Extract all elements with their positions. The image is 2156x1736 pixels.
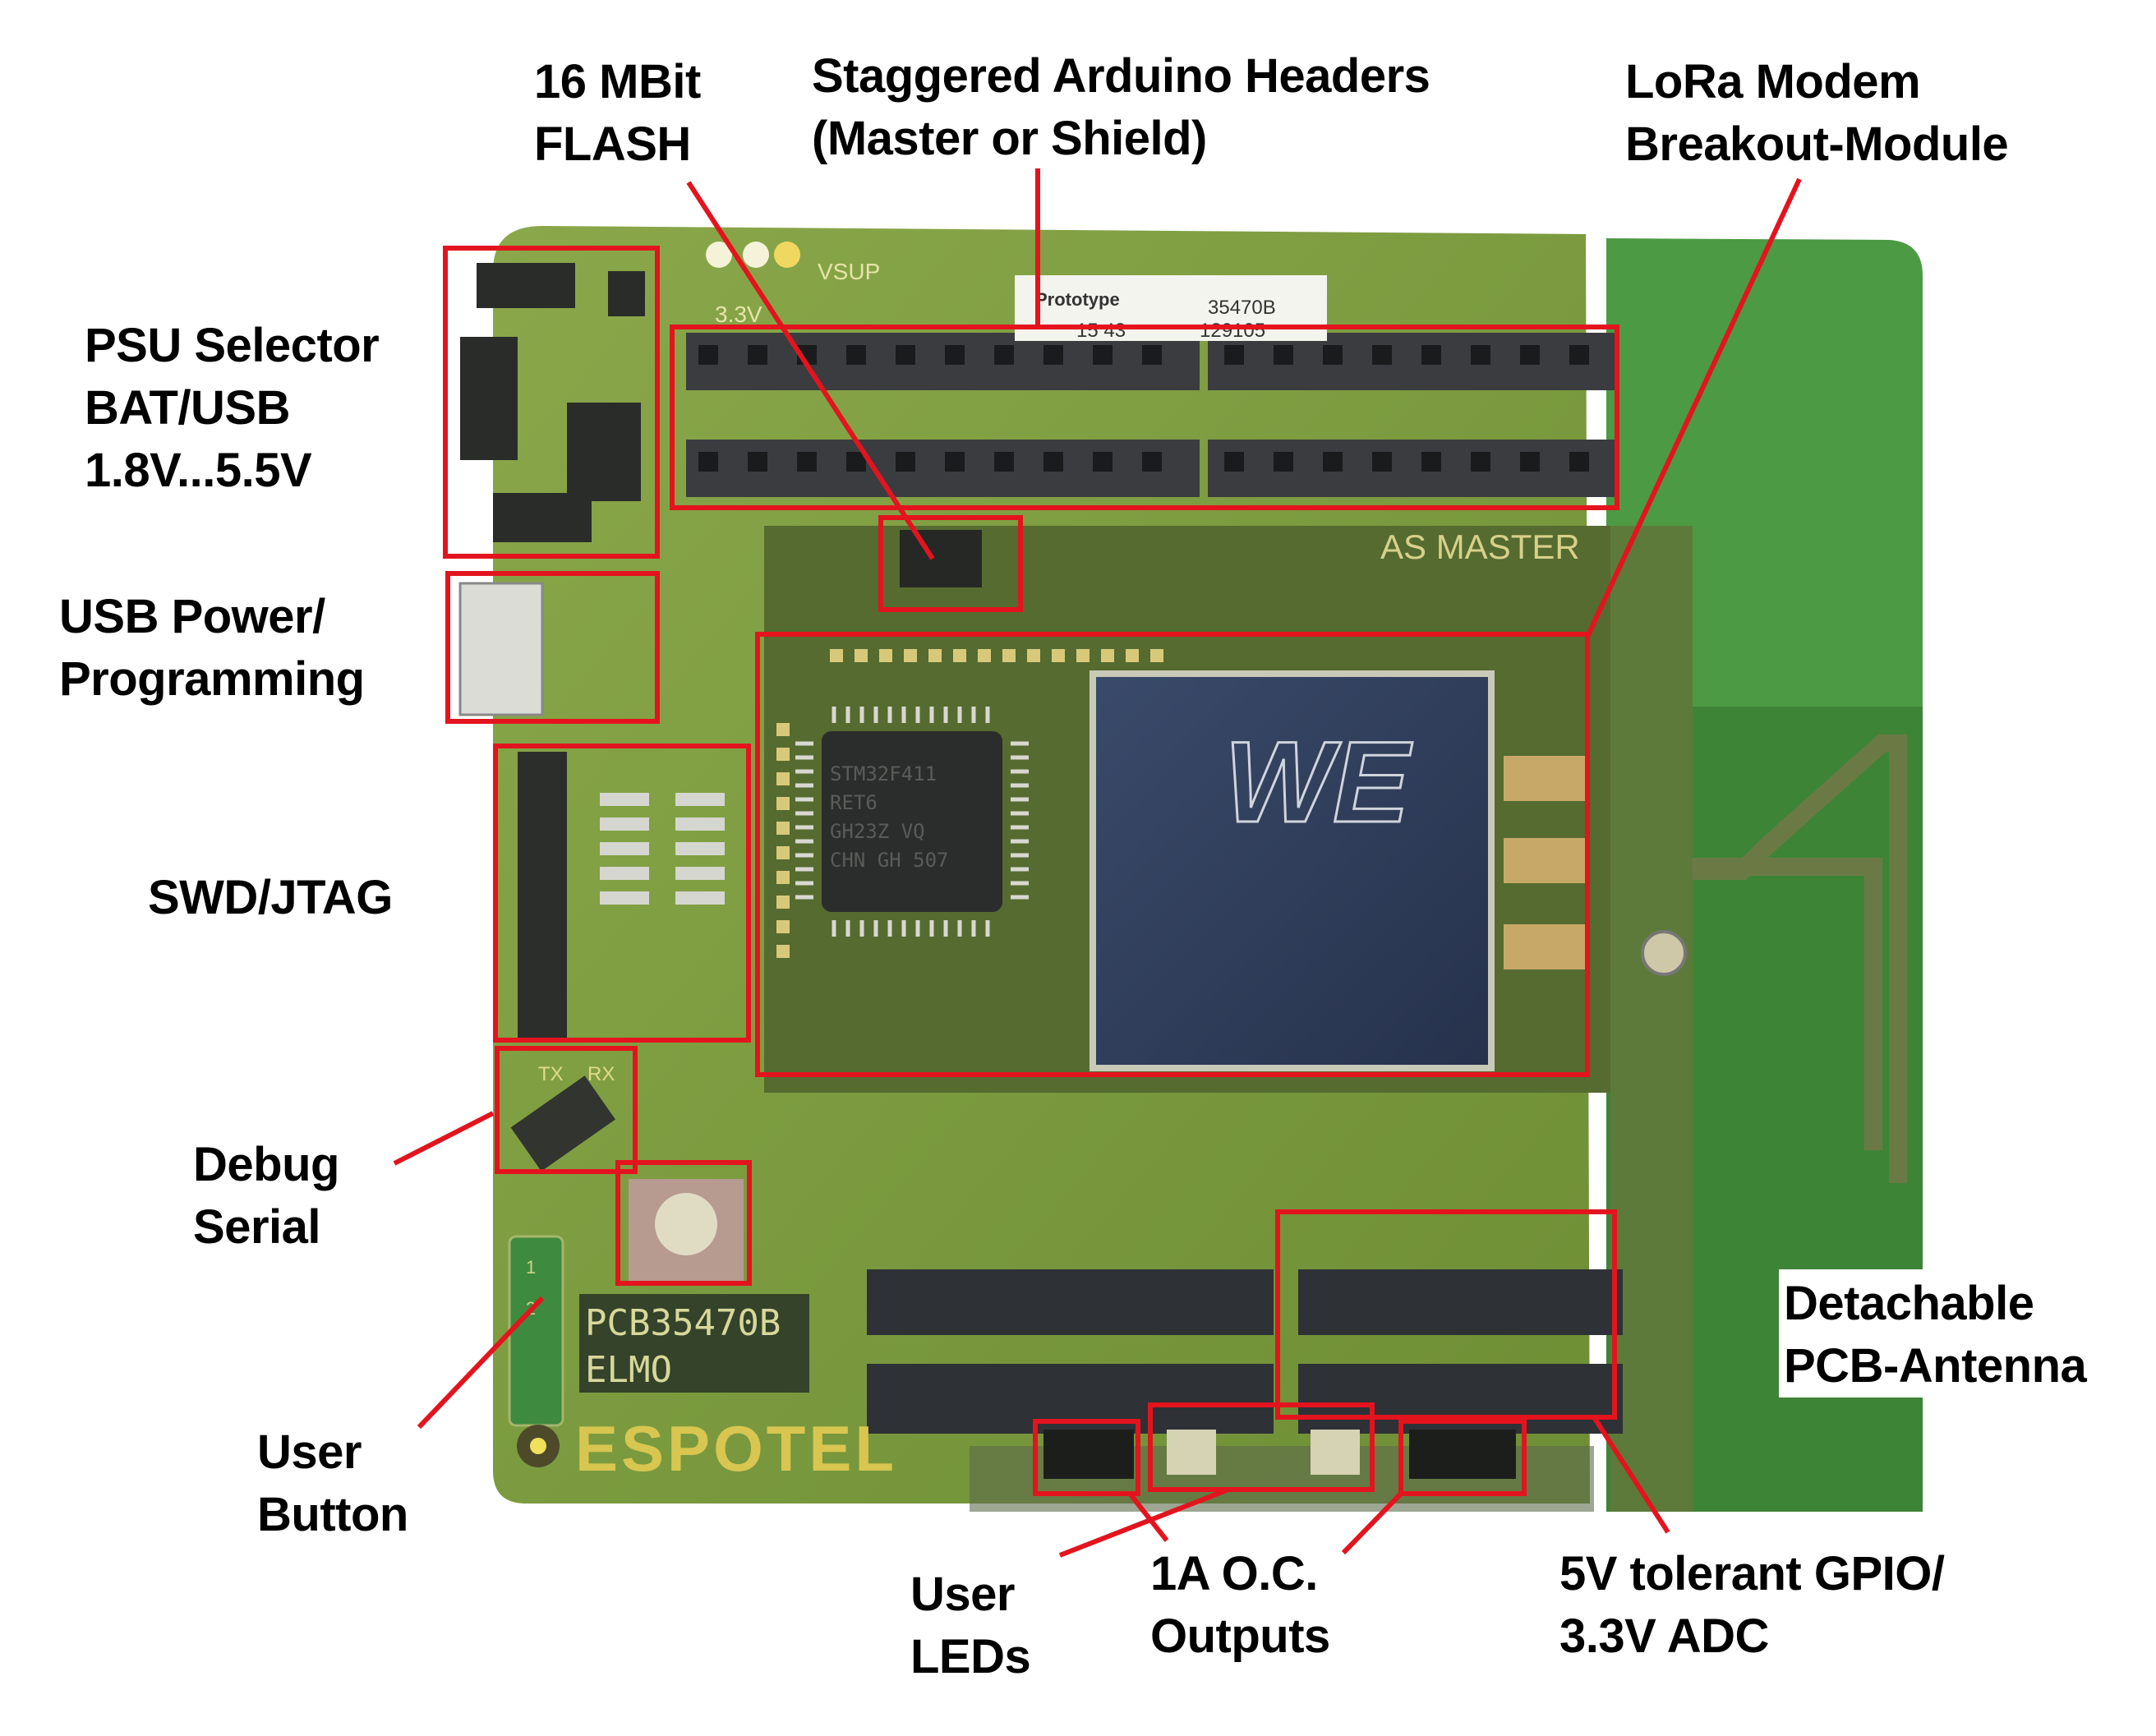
mcu-marking-1: STM32F411 [830, 762, 937, 785]
user-button-cap [655, 1193, 717, 1255]
header-sockets [698, 345, 1589, 472]
label-gpio-adc: 5V tolerant GPIO/ 3.3V ADC [1559, 1547, 1945, 1663]
leader-lines [393, 168, 1802, 1558]
box-user-led-1 [1033, 1419, 1140, 1496]
ufl-connector [1641, 930, 1687, 976]
sticker-text-2: 35470B [1208, 297, 1276, 319]
label-debug-serial: Debug Serial [193, 1138, 339, 1254]
leader-debug [393, 1111, 495, 1166]
mcu-marking-2: RET6 [830, 791, 878, 814]
mcu-marking-4: CHN GH 507 [830, 849, 949, 872]
box-lora-module [755, 632, 1590, 1077]
user-led [1311, 1430, 1360, 1475]
pcb-id-plate [579, 1294, 809, 1393]
leader-leds-2 [1127, 1492, 1169, 1542]
jumper-strip [508, 1235, 564, 1427]
box-arduino-headers [670, 325, 1619, 510]
rf-pad [1504, 838, 1586, 883]
antenna-trace [1668, 734, 1907, 1183]
brand-logo: ESPOTEL [575, 1412, 897, 1485]
flash-chip [900, 530, 982, 587]
leader-flash [686, 181, 935, 560]
module-right-strip [1610, 526, 1693, 1512]
label-oc-outputs: 1A O.C. Outputs [1150, 1547, 1330, 1663]
box-gpio-adc [1275, 1209, 1617, 1420]
silk-vsup: VSUP [818, 259, 880, 284]
leader-oc [1341, 1491, 1403, 1555]
sticker-text-1: Prototype [1035, 289, 1120, 310]
silk-tx: TX [538, 1063, 564, 1085]
pcb-name-text: ELMO [585, 1349, 672, 1391]
leader-lora [1585, 177, 1802, 638]
annotation-boxes [443, 246, 1619, 1496]
arduino-header-top [686, 333, 1615, 497]
micro-usb-connector [458, 582, 544, 716]
label-lora-module: LoRa Modem Breakout-Module [1625, 55, 2009, 171]
label-user-button: User Button [257, 1425, 408, 1541]
mcu-chip [822, 731, 1002, 912]
box-user-button [615, 1160, 752, 1286]
rf-shield-can [1090, 670, 1495, 1071]
leader-button [417, 1296, 545, 1430]
power-pad [774, 242, 800, 268]
jumper-label-1: 1 [526, 1257, 536, 1278]
label-psu-selector: PSU Selector BAT/USB 1.8V...5.5V [85, 319, 380, 497]
box-psu-selector [443, 246, 660, 559]
mcu-pins [795, 707, 1029, 937]
box-oc-2 [1398, 1419, 1527, 1496]
rf-pad [1504, 756, 1586, 801]
module-logo: WE [1224, 717, 1412, 846]
mounting-hole-pad [530, 1438, 546, 1454]
leader-leds-1 [1058, 1487, 1230, 1558]
label-arduino-headers: Staggered Arduino Headers (Master or Shi… [812, 49, 1430, 165]
box-flash [878, 515, 1023, 612]
oc-output-header [1409, 1430, 1516, 1479]
mcu-marking-3: GH23Z VQ [830, 820, 925, 843]
sticker-text-4: 129105 [1200, 320, 1265, 342]
module-castellations-top [830, 649, 1163, 662]
pcb-id-text: PCB35470B [585, 1302, 781, 1344]
leader-gpio [1592, 1416, 1670, 1534]
swd-pads [600, 793, 725, 905]
box-debug-serial [495, 1046, 638, 1174]
swd-header [518, 752, 567, 1039]
oc-output-header [1043, 1430, 1134, 1479]
serial-header [510, 1075, 615, 1172]
label-antenna: Detachable PCB-Antenna [1779, 1269, 2092, 1398]
sticker-text-3: 15 43 [1076, 320, 1126, 342]
box-usb [445, 571, 660, 724]
rf-pad [1504, 924, 1586, 969]
box-leds [1148, 1402, 1375, 1492]
label-flash: 16 MBit FLASH [534, 55, 701, 171]
silk-3v3: 3.3V [715, 302, 762, 327]
module-castellations-left [776, 723, 790, 958]
psu-jumpers [460, 263, 645, 542]
label-swd-jtag: SWD/JTAG [148, 871, 393, 924]
silk-as-master: AS MASTER [1380, 527, 1580, 566]
label-usb: USB Power/ Programming [59, 590, 365, 706]
label-user-leds: User LEDs [910, 1568, 1031, 1683]
power-pad [743, 242, 769, 268]
prototype-sticker [1015, 275, 1327, 341]
box-swd [493, 744, 751, 1043]
power-pad [706, 242, 732, 268]
user-led [1167, 1430, 1216, 1475]
silk-rx: RX [587, 1063, 615, 1085]
